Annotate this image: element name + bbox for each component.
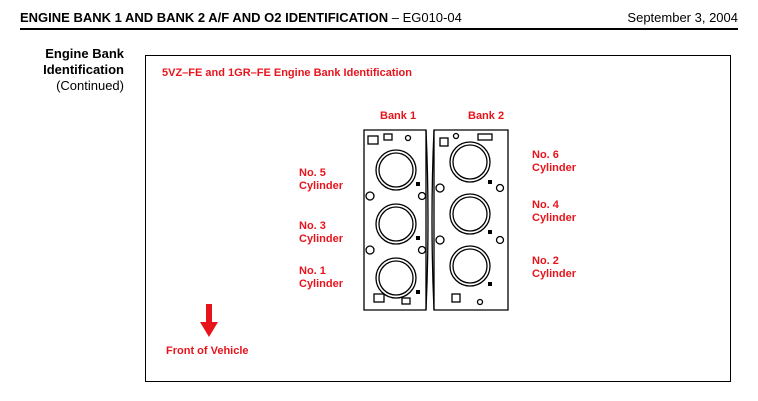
cylinder-2-number: No. 2 <box>532 255 559 267</box>
header-title-suffix: – EG010-04 <box>388 10 462 25</box>
figure-subtitle: 5VZ–FE and 1GR–FE Engine Bank Identifica… <box>162 67 412 79</box>
cylinder-label-4: No. 4 Cylinder <box>532 199 576 225</box>
section-heading: Engine Bank Identification (Continued) <box>20 46 124 94</box>
cylinder-6-number: No. 6 <box>532 149 559 161</box>
cylinder-3-word: Cylinder <box>299 233 344 245</box>
front-of-vehicle-label: Front of Vehicle <box>166 345 249 357</box>
cylinder-3-number: No. 3 <box>299 220 326 232</box>
section-title: Engine Bank Identification <box>43 46 124 77</box>
cylinder-6-word: Cylinder <box>532 162 577 174</box>
cylinder-1-word: Cylinder <box>299 278 344 290</box>
header-title: ENGINE BANK 1 AND BANK 2 A/F AND O2 IDEN… <box>20 10 462 25</box>
cylinder-5-number: No. 5 <box>299 167 326 179</box>
cylinder-4-number: No. 4 <box>532 199 559 211</box>
cylinder-5-word: Cylinder <box>299 180 344 192</box>
section-continued: (Continued) <box>56 78 124 93</box>
head-gasket-drawing <box>363 129 509 311</box>
bank1-label: Bank 1 <box>380 110 417 122</box>
cylinder-label-2: No. 2 Cylinder <box>532 255 576 281</box>
bank2-label: Bank 2 <box>468 110 505 122</box>
header-rule <box>20 28 738 30</box>
header-title-bold: ENGINE BANK 1 AND BANK 2 A/F AND O2 IDEN… <box>20 10 389 25</box>
cylinder-1-number: No. 1 <box>299 265 326 277</box>
cylinder-label-6: No. 6 Cylinder <box>532 149 576 175</box>
header-date: September 3, 2004 <box>627 10 738 25</box>
cylinder-4-word: Cylinder <box>532 212 577 224</box>
cylinder-2-word: Cylinder <box>532 268 577 280</box>
cylinder-label-3: No. 3 Cylinder <box>299 220 343 246</box>
page-header: ENGINE BANK 1 AND BANK 2 A/F AND O2 IDEN… <box>20 10 738 30</box>
cylinder-label-5: No. 5 Cylinder <box>299 167 343 193</box>
front-arrow-icon <box>200 304 218 337</box>
cylinder-label-1: No. 1 Cylinder <box>299 265 343 291</box>
figure-frame: 5VZ–FE and 1GR–FE Engine Bank Identifica… <box>145 55 731 382</box>
